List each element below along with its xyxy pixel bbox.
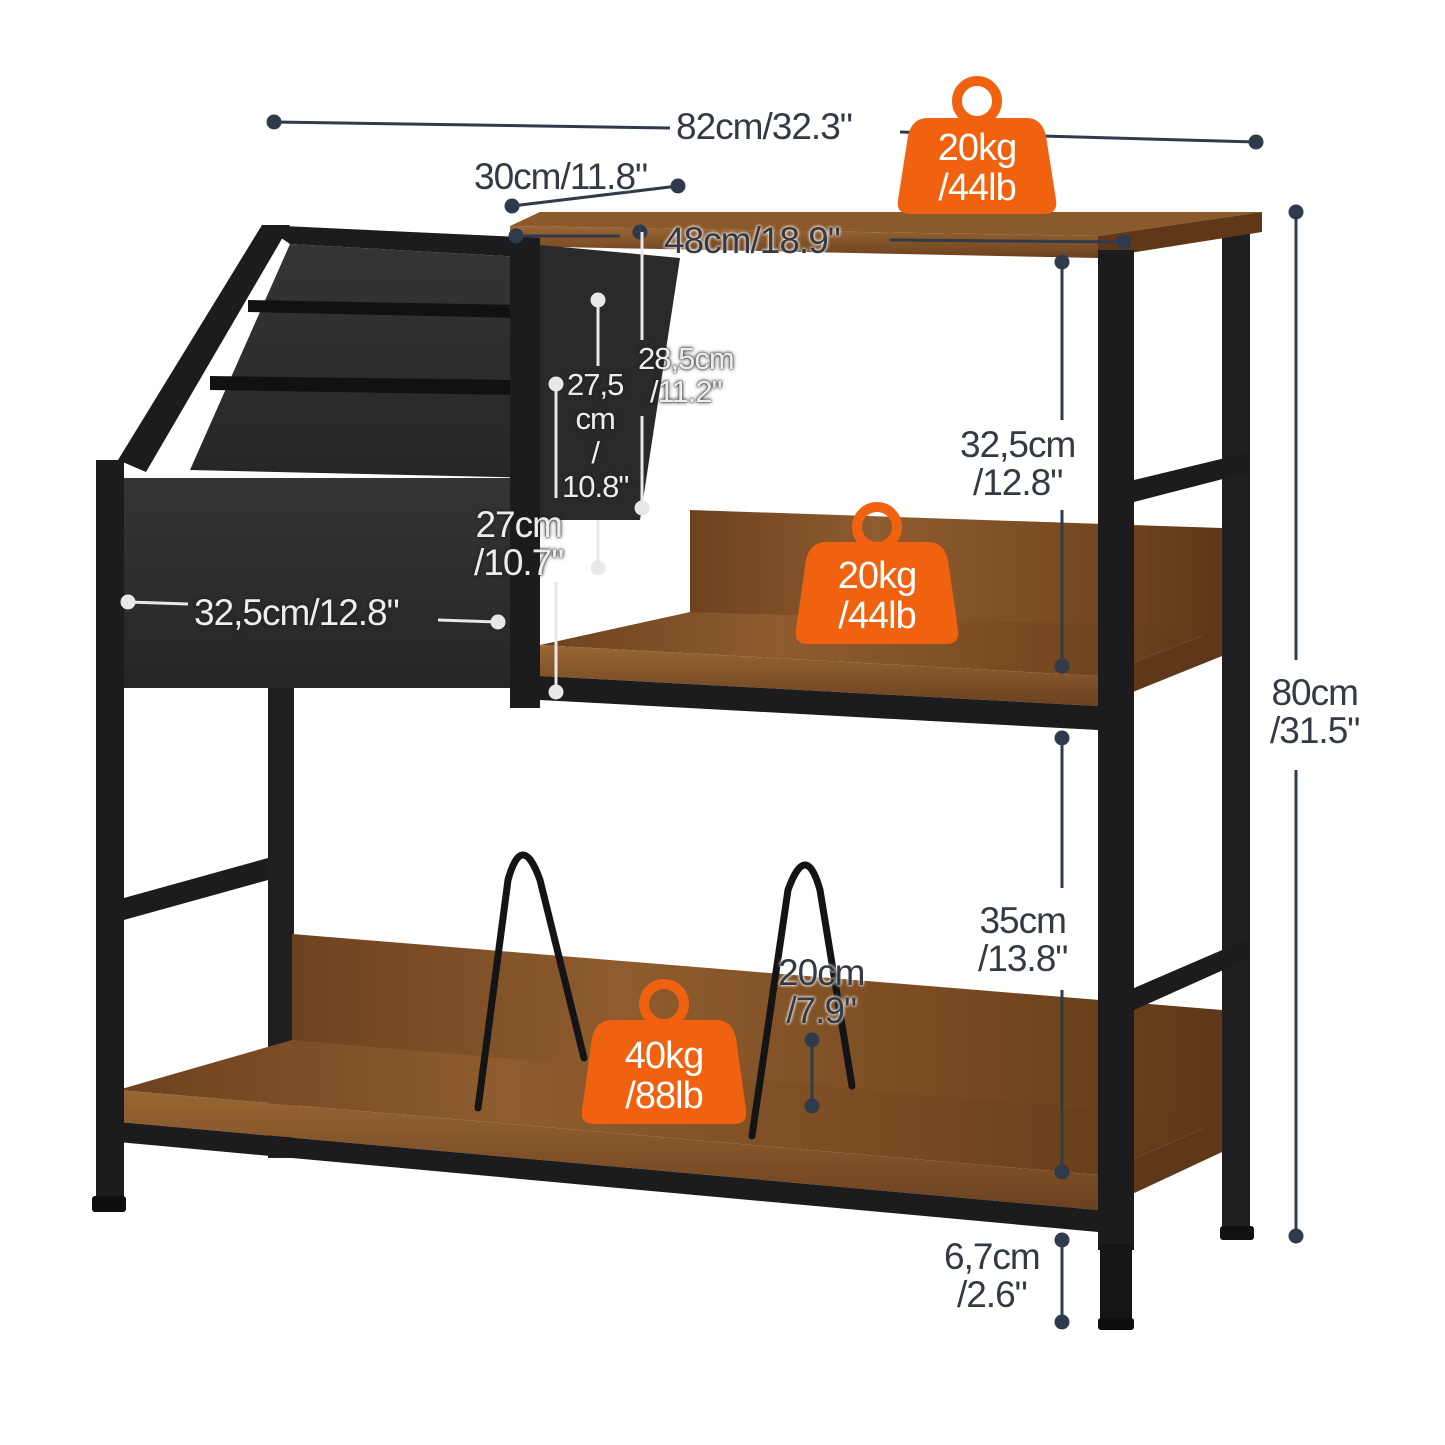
floor-clearance-label: 6,7cm /2.6": [944, 1236, 1041, 1315]
lower-gap-label: 35cm /13.8": [978, 900, 1068, 979]
pocket-dimension-lines: [120, 232, 650, 700]
overall-width-label: 82cm/32.3": [676, 106, 853, 147]
bottom-shelf-load-badge: 40kg /88lb: [624, 1035, 704, 1117]
pocket-width-label: 32,5cm/12.8": [194, 592, 400, 633]
divider-height-label: 20cm /7.9": [778, 952, 865, 1031]
right-frame: [1098, 250, 1250, 1330]
depth-label: 30cm/11.8": [474, 156, 648, 197]
pocket-back-height-label: 28,5cm /11.2": [638, 341, 735, 409]
back-frame: [268, 232, 1254, 1240]
book-dividers: [474, 851, 856, 1140]
magazine-rack: [92, 225, 680, 1212]
top-shelf-width-label: 48cm/18.9": [664, 220, 841, 261]
pocket-front-height-label: 27cm /10.7": [474, 504, 564, 583]
dimension-lines: [266, 114, 1304, 1330]
upper-gap-label: 32,5cm /12.8": [960, 424, 1076, 503]
pocket-middle-height-label: 27,5 cm / 10.8": [562, 367, 629, 504]
top-shelf-load-badge: 20kg /44lb: [937, 127, 1017, 209]
weight-icon: [581, 76, 1057, 1124]
top-shelf: [510, 212, 1262, 258]
middle-shelf-load-badge: 20kg /44lb: [837, 555, 917, 637]
overall-height-label: 80cm /31.5": [1270, 672, 1360, 751]
